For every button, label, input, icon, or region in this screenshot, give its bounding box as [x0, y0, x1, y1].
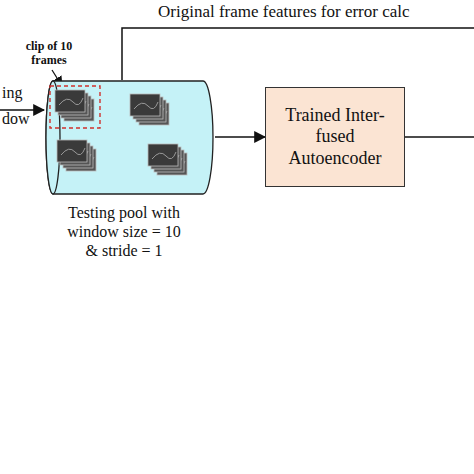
frame-thumbnail [148, 144, 178, 166]
clip-highlight [50, 86, 100, 128]
cut-label: dow [2, 110, 30, 128]
process-box: Trained Inter-fused Autoencoder [265, 87, 405, 187]
frame-detail [61, 148, 85, 155]
feature-line [122, 28, 474, 80]
testing-pool-cylinder: Testing pool with window size = 10 & str… [45, 80, 215, 195]
frame-thumbnail [55, 90, 85, 112]
cylinder-outline [45, 80, 215, 195]
cut-label: ing [2, 84, 22, 102]
flow-arrow [215, 136, 265, 138]
frame-detail [59, 98, 83, 105]
output-line [405, 136, 474, 138]
cylinder-body [46, 81, 213, 194]
box-text: Trained Inter-fused Autoencoder [276, 105, 394, 170]
frame-detail [134, 102, 158, 109]
frame-detail [152, 152, 176, 159]
feature-caption: Original frame features for error calc [158, 2, 410, 22]
frame-thumbnail [130, 94, 160, 116]
pool-caption: Testing pool with window size = 10 & str… [61, 203, 187, 261]
frame-thumbnail [57, 140, 87, 162]
callout-label: clip of 10 frames [16, 40, 82, 68]
